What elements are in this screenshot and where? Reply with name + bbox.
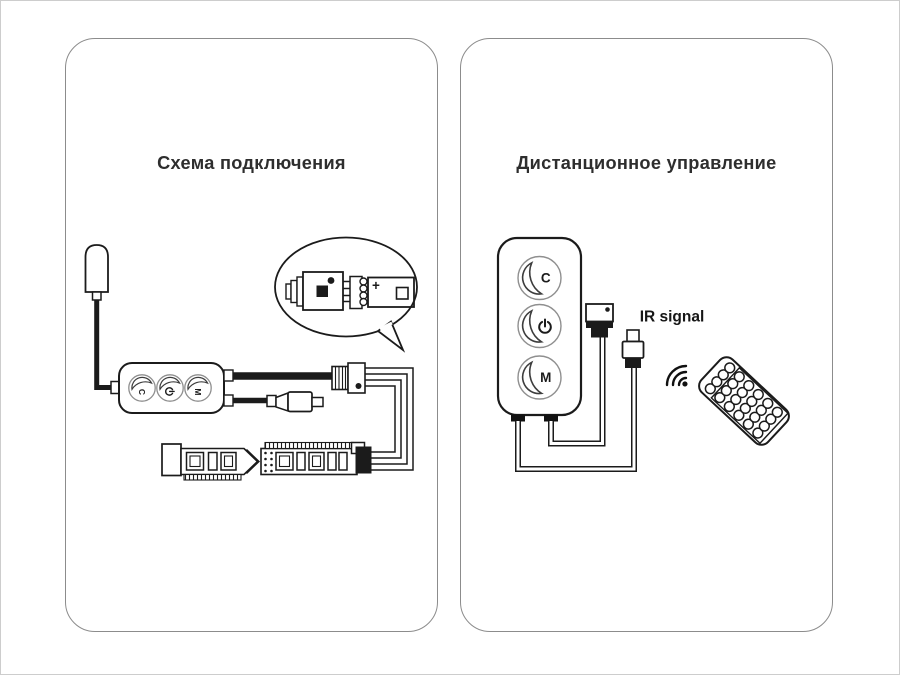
left-panel: Схема подключения (65, 38, 438, 632)
right-panel: Дистанционное управление (460, 38, 833, 632)
right-panel-title: Дистанционное управление (516, 153, 777, 173)
left-panel-title: Схема подключения (157, 153, 346, 173)
